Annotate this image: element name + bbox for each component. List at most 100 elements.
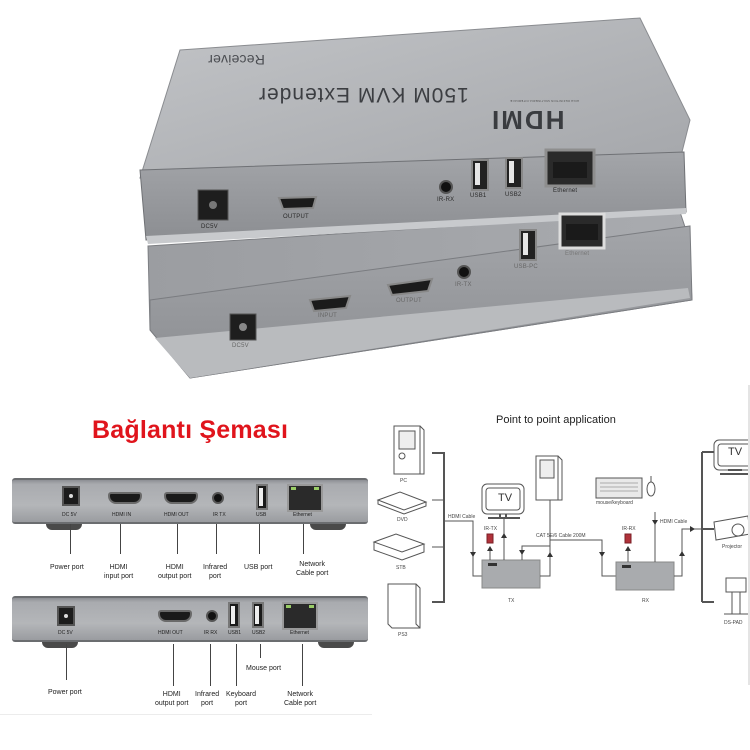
leader-line — [210, 644, 211, 686]
source-label-ps3: PS3 — [398, 632, 408, 638]
p2p-wiring — [372, 425, 750, 629]
leader-line — [302, 644, 303, 686]
panel-foot — [42, 642, 78, 648]
tx-box-label: TX — [508, 598, 515, 604]
transmitter-port-label-usb-pc: USB-PC — [514, 264, 538, 270]
right-edge-divider — [748, 385, 750, 685]
callout-line1: HDMI — [109, 564, 128, 571]
callout-line1: USB port — [244, 564, 273, 571]
callout-power-port: Power port — [48, 688, 82, 697]
ir-port-icon — [212, 492, 224, 504]
callout-infrared-port: Infrared port — [195, 690, 219, 708]
port-label: DC 5V — [58, 630, 73, 636]
callout-line2: port — [209, 573, 222, 580]
ir-port-icon — [206, 610, 218, 622]
callout-line1: HDMI — [162, 691, 181, 698]
ethernet-port-icon — [282, 602, 318, 630]
port-label: USB1 — [228, 630, 242, 636]
leader-line — [303, 524, 304, 554]
point-to-point-diagram: Point to point application — [370, 400, 750, 680]
callout-line2: output port — [158, 573, 192, 580]
rx-hdmi-cable-label: HDMI Cable — [660, 519, 688, 525]
mouse-keyboard-label: mouse/keyboard — [596, 500, 633, 506]
port-label: USB2 — [252, 630, 266, 636]
port-label: Ethernet — [290, 630, 309, 636]
port-label: Ethernet — [293, 512, 312, 518]
callout-hdmi-input-port: HDMI input port — [104, 563, 133, 581]
callout-mouse-port: Mouse port — [246, 664, 281, 673]
receiver-port-label-usb2: USB2 — [505, 192, 522, 198]
callout-line2: port — [201, 700, 214, 707]
transmitter-panel: DC 5V HDMI IN HDMI OUT IR TX USB Etherne… — [12, 472, 368, 530]
transmitter-port-label-ir-tx: IR-TX — [455, 282, 472, 288]
port-label: IR RX — [204, 630, 218, 636]
transmitter-port-label-dc5v: DC5V — [232, 343, 249, 349]
callout-infrared-port: Infrared port — [203, 563, 227, 581]
leader-line — [66, 644, 67, 680]
dvd-icon — [376, 491, 428, 515]
port-label: HDMI OUT — [158, 630, 183, 636]
ir-tx-label: IR-TX — [484, 526, 498, 532]
pc-icon — [393, 425, 425, 475]
callout-line1: Keyboard — [226, 691, 256, 698]
leader-line — [216, 524, 217, 554]
receiver-port-label-output: OUTPUT — [283, 214, 309, 220]
ethernet-port-icon — [287, 484, 323, 512]
leader-line — [259, 524, 260, 554]
product-title: 150M KVM Extender — [258, 83, 469, 106]
receiver-port-label-dc5v: DC5V — [201, 224, 218, 230]
callout-line1: Network — [287, 691, 313, 698]
sink-label-ds-pad: DS-PAD — [724, 620, 743, 626]
sink-tv-text: TV — [728, 446, 743, 458]
callout-line1: Power port — [50, 564, 84, 571]
port-label: IR TX — [213, 512, 226, 518]
callout-network-cable-port: Network Cable port — [284, 690, 316, 708]
connection-diagram-heading: Bağlantı Şeması — [92, 416, 289, 444]
callout-line2: port — [234, 700, 248, 707]
callout-hdmi-output-port: HDMI output port — [158, 563, 191, 581]
callout-line1: Infrared — [203, 564, 228, 571]
source-label-dvd: DVD — [397, 517, 408, 523]
divider — [0, 714, 372, 715]
callout-line2: output port — [155, 700, 189, 707]
leader-line — [70, 524, 71, 554]
stb-icon — [372, 533, 426, 561]
callout-line2: Cable port — [284, 700, 317, 707]
leader-line — [236, 644, 237, 686]
callout-line2: Cable port — [296, 570, 329, 577]
panel-foot — [310, 524, 346, 530]
callout-line1: Mouse port — [246, 665, 282, 672]
hdmi-logo-tagline: HIGH DEFINITION MULTIMEDIA INTERFACE — [510, 99, 580, 103]
callout-keyboard-port: Keyboard port — [226, 690, 256, 708]
transmitter-port-label-ethernet: Ethernet — [565, 251, 590, 257]
hdmi-in-port-icon — [108, 492, 142, 504]
callout-hdmi-output-port: HDMI output port — [155, 690, 188, 708]
callout-power-port: Power port — [50, 563, 84, 572]
tx-hdmi-cable-label: HDMI Cable — [448, 514, 476, 520]
port-label: USB — [256, 512, 267, 518]
panel-foot — [318, 642, 354, 648]
cat-cable-label: CAT 5E/6 Cable 200M — [536, 533, 586, 539]
transmitter-port-label-output: OUTPUT — [396, 298, 422, 304]
product-photo: Receiver 150M KVM Extender HDMI HIGH DEF… — [139, 17, 693, 379]
callout-network-cable-port: Network Cable port — [296, 560, 328, 578]
callout-line1: Infrared — [195, 691, 220, 698]
tx-tv-label: TV — [498, 492, 513, 504]
sink-label-projector: Projector — [722, 544, 743, 550]
receiver-panel: DC 5V HDMI OUT IR RX USB1 USB2 Ethernet — [12, 590, 368, 648]
hdmi-out-port-icon — [158, 610, 192, 622]
source-label-stb: STB — [396, 565, 406, 571]
leader-line — [173, 644, 174, 686]
usb2-port-icon — [252, 602, 264, 628]
port-label: HDMI OUT — [164, 512, 189, 518]
ir-rx-label: IR-RX — [622, 526, 636, 532]
leader-line — [260, 644, 261, 658]
rx-box-label: RX — [642, 598, 649, 604]
leader-line — [177, 524, 178, 554]
callout-line1: HDMI — [165, 564, 184, 571]
p2p-title: Point to point application — [496, 414, 616, 426]
leader-line — [120, 524, 121, 554]
callout-usb-port: USB port — [244, 563, 272, 572]
hdmi-logo: HDMI — [490, 105, 565, 135]
usb1-port-icon — [228, 602, 240, 628]
